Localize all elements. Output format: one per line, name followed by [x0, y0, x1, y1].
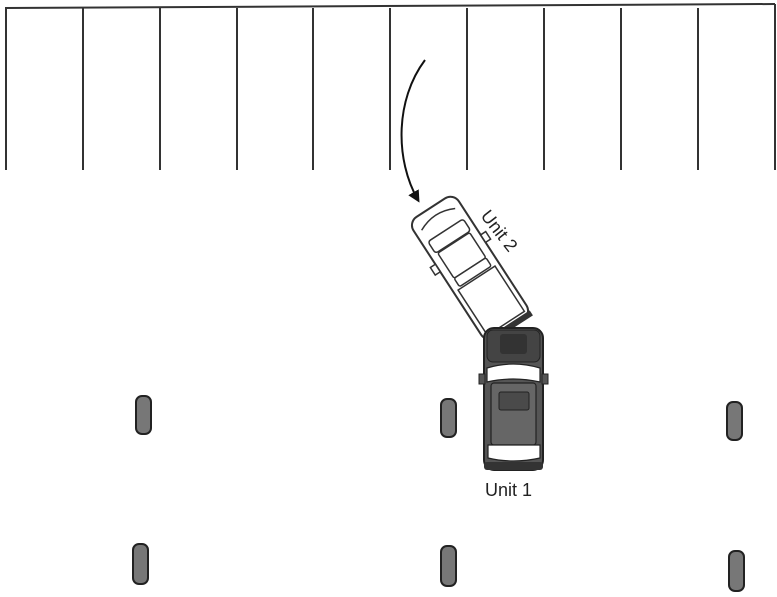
stall-top-edge: [4, 3, 776, 9]
parking-stalls: [4, 3, 776, 170]
unit2-pickup-truck: [410, 195, 533, 345]
parking-block: [132, 543, 149, 585]
parking-block: [726, 401, 743, 441]
parking-block: [440, 545, 457, 587]
parking-block: [728, 550, 745, 592]
curved-arrow-icon: [400, 59, 426, 203]
parking-block: [440, 398, 457, 438]
unit1-suv: [478, 327, 549, 471]
unit1-label: Unit 1: [485, 480, 532, 500]
parking-block: [135, 395, 152, 435]
parking-blocks: [132, 395, 745, 592]
